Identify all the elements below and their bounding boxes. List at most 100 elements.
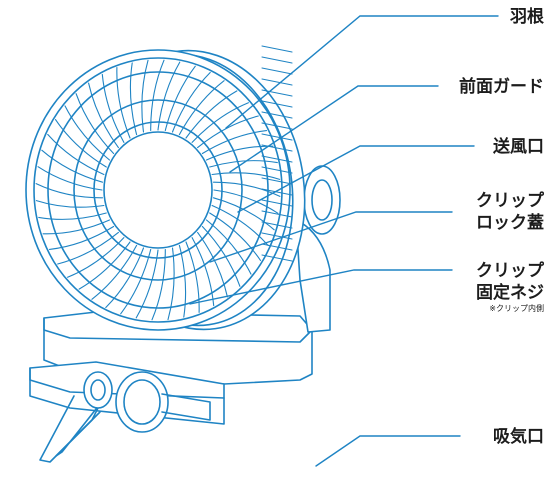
leader-air-intake	[315, 435, 461, 467]
guard-spoke	[209, 160, 278, 168]
guard-spoke	[151, 248, 166, 321]
guard-spoke	[75, 93, 115, 155]
guard-spoke	[167, 247, 175, 321]
rear-vent-slat	[261, 78, 293, 86]
rear-vent-slat	[261, 199, 293, 207]
guard-spoke	[129, 62, 138, 136]
label-clip-screw-line2: 固定ネジ	[476, 283, 544, 303]
guard-spoke	[78, 241, 131, 290]
label-clip-lock-cover-line1: クリップ	[476, 191, 544, 211]
rear-vent-slat	[261, 144, 293, 152]
guard-spoke	[178, 244, 187, 318]
leader-clip-lock-cover	[209, 211, 453, 263]
label-blade-text: 羽根	[510, 7, 544, 27]
front-guard-mid	[73, 99, 243, 281]
rear-vent-slat	[261, 100, 293, 108]
guard-spoke	[171, 71, 211, 133]
guard-spoke	[197, 231, 228, 298]
rear-vent-slat	[261, 254, 293, 262]
guard-spoke	[88, 82, 119, 149]
rear-vent-slat	[261, 188, 293, 196]
guard-spoke	[211, 172, 281, 180]
guard-spoke	[47, 133, 105, 176]
rear-vent-slat	[261, 133, 293, 141]
clip-jaw	[39, 395, 101, 463]
guard-spoke	[185, 90, 238, 139]
clip-slot	[161, 393, 211, 421]
guard-spoke	[101, 73, 125, 143]
guard-spoke	[120, 248, 152, 315]
guard-spoke	[54, 119, 107, 168]
guard-spoke	[201, 225, 241, 287]
base-top-edge	[43, 317, 313, 343]
hub-center	[103, 131, 213, 249]
guard-spoke	[35, 200, 105, 208]
guard-spoke	[150, 59, 165, 132]
leader-front-guard	[229, 85, 439, 173]
guard-spoke	[212, 197, 275, 231]
guard-spoke	[164, 65, 196, 132]
rear-vent-slat	[261, 122, 293, 130]
clip-knob-inner	[90, 379, 106, 401]
rear-vent-slat	[261, 210, 293, 218]
guard-spoke	[201, 130, 268, 155]
guard-spoke	[213, 189, 279, 214]
label-clip-screw-line1: クリップ	[476, 261, 544, 281]
leader-clip-screw	[189, 269, 453, 305]
label-front-guard-text: 前面ガード	[459, 77, 544, 97]
guard-spoke	[197, 115, 259, 149]
front-guard-rim	[33, 57, 283, 323]
rear-vent-slat	[261, 166, 293, 174]
guard-spoke	[157, 61, 181, 131]
label-blade: 羽根	[510, 6, 544, 28]
guard-spoke	[185, 241, 200, 313]
rear-vent-slat	[261, 111, 293, 119]
clip-hole-inner	[123, 379, 161, 425]
guard-spoke	[38, 212, 107, 220]
label-air-intake: 吸気口	[493, 426, 544, 448]
label-air-intake-text: 吸気口	[493, 427, 544, 447]
stand-arm	[295, 219, 331, 333]
rear-vent-slat	[261, 177, 293, 185]
rear-vent-slat	[261, 56, 293, 64]
guard-spoke	[116, 67, 131, 139]
rear-vent-slat	[261, 232, 293, 240]
rear-vent-slat	[261, 89, 293, 97]
rear-vent-slat	[261, 221, 293, 229]
guard-spoke	[212, 181, 281, 197]
guard-spoke	[37, 166, 103, 191]
label-air-outlet: 送風口	[493, 136, 544, 158]
label-clip-lock-cover-line2: ロック蓋	[476, 213, 544, 233]
clip-arm	[55, 403, 101, 457]
guard-spoke	[91, 244, 138, 300]
rear-vent-slat	[261, 45, 293, 53]
guard-spoke	[64, 105, 111, 161]
label-front-guard: 前面ガード	[459, 76, 544, 98]
rear-vent-slat	[261, 67, 293, 75]
hub-ring	[93, 121, 223, 259]
guard-spoke	[141, 59, 149, 133]
guard-spoke	[211, 204, 269, 247]
guard-spoke	[135, 249, 159, 319]
clip-knob	[83, 371, 113, 409]
rear-vent-slat	[261, 243, 293, 251]
guard-spoke	[41, 149, 104, 183]
rear-vent-slat	[261, 155, 293, 163]
leader-blade	[225, 15, 499, 129]
label-clip-lock-cover: クリップ ロック蓋	[476, 190, 544, 234]
label-air-outlet-text: 送風口	[493, 137, 544, 157]
guard-spoke	[105, 247, 145, 309]
label-clip-screw: クリップ 固定ネジ ※クリップ内側	[476, 260, 544, 314]
guard-spoke	[42, 219, 111, 235]
pivot-cap-inner	[311, 179, 333, 221]
leader-air-outlet	[237, 145, 475, 213]
guard-spoke	[191, 102, 249, 143]
guard-spoke	[205, 219, 252, 275]
guard-spoke	[57, 231, 119, 265]
label-clip-screw-note: ※クリップ内側	[489, 304, 544, 313]
guard-spoke	[67, 237, 125, 278]
guard-spoke	[35, 183, 104, 199]
guard-spoke	[48, 225, 115, 250]
